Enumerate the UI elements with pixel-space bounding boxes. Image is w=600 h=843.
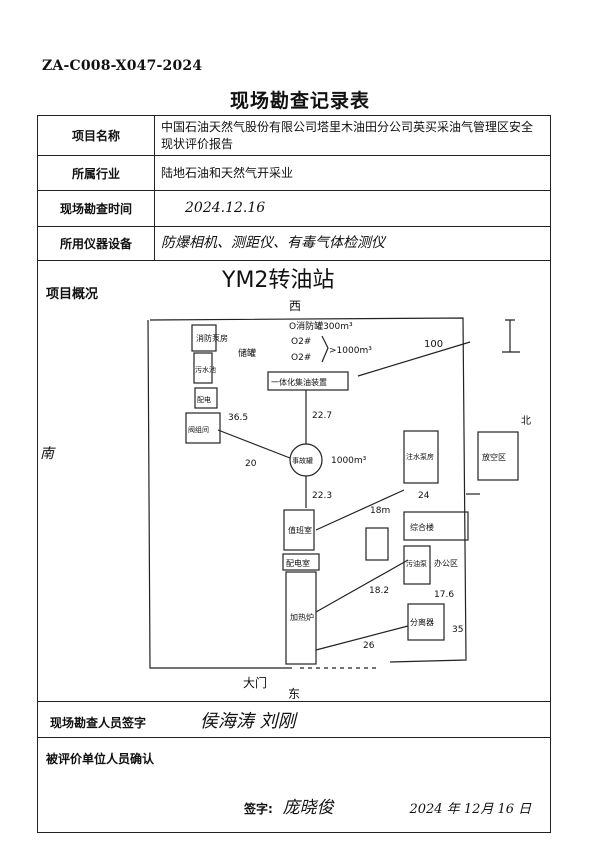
confirm-date: 2024 年 12月 16 日 [409, 802, 532, 817]
confirm-cell: 被评价单位人员确认 签字: 庞晓俊 2024 年 12月 16 日 [37, 737, 551, 833]
industry-label: 所属行业 [37, 155, 155, 191]
project-name-label: 项目名称 [37, 115, 155, 156]
sign-prefix: 签字: [244, 802, 273, 816]
confirm-signature: 庞晓俊 [282, 798, 334, 818]
survey-time-label: 现场勘查时间 [37, 190, 155, 227]
instruments-value: 防爆相机、测距仪、有毒气体检测仪 [154, 226, 551, 261]
industry-value: 陆地石油和天然气开采业 [154, 155, 551, 191]
project-name-value: 中国石油天然气股份有限公司塔里木油田分公司英买采油气管理区安全现状评价报告 [154, 115, 551, 156]
row-instruments: 所用仪器设备 防爆相机、测距仪、有毒气体检测仪 [37, 226, 551, 261]
row-survey-signature: 现场勘查人员签字 侯海涛 刘刚 [37, 701, 551, 738]
row-project-name: 项目名称 中国石油天然气股份有限公司塔里木油田分公司英买采油气管理区安全现状评价… [37, 115, 551, 156]
row-confirm: 被评价单位人员确认 签字: 庞晓俊 2024 年 12月 16 日 [37, 737, 551, 833]
document-code: ZA-C008-X047-2024 [42, 58, 203, 74]
document-title: 现场勘查记录表 [229, 90, 370, 112]
survey-signature-label: 现场勘查人员签字 [50, 715, 147, 730]
record-form: 项目名称 中国石油天然气股份有限公司塔里木油田分公司英买采油气管理区安全现状评价… [37, 115, 551, 833]
row-survey-time: 现场勘查时间 2024.12.16 [37, 190, 551, 227]
survey-signature-names: 侯海涛 刘刚 [199, 710, 296, 732]
row-industry: 所属行业 陆地石油和天然气开采业 [37, 155, 551, 191]
row-overview [37, 260, 551, 702]
survey-time-value: 2024.12.16 [154, 190, 551, 227]
survey-signature-cell: 现场勘查人员签字 侯海涛 刘刚 [37, 701, 551, 738]
instruments-label: 所用仪器设备 [37, 226, 155, 261]
direction-south: 南 [40, 446, 54, 462]
confirm-label: 被评价单位人员确认 [46, 752, 155, 766]
overview-cell [37, 260, 551, 702]
overview-label: 项目概况 [46, 287, 99, 302]
